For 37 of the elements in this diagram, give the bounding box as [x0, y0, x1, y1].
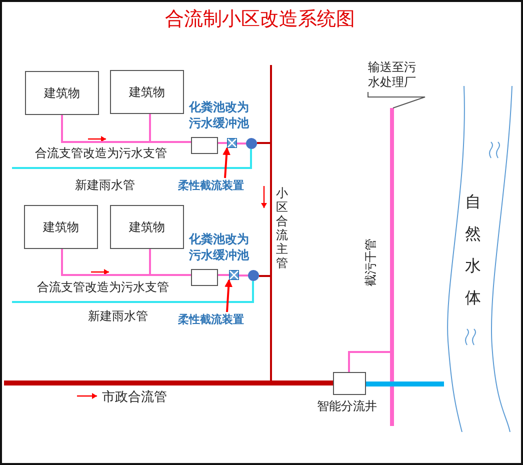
pipe-label: 市政合流管 [102, 389, 167, 406]
building-box: 建筑物 [110, 70, 184, 114]
leader-arrow [222, 147, 231, 179]
building-box: 建筑物 [110, 205, 184, 249]
pipe-line [366, 382, 444, 386]
building-box: 建筑物 [25, 71, 99, 115]
pipe-label: 合流支管改造为污水支管 [35, 145, 167, 162]
building-box: 建筑物 [24, 205, 98, 249]
pipe-line [12, 149, 252, 169]
pipe-label: 新建雨水管 [88, 308, 148, 325]
pipe-label: 新建雨水管 [75, 177, 135, 194]
pipe-label: 截污干管 [362, 238, 378, 286]
pipe-line [348, 351, 390, 372]
river-label: 自然水体 [464, 191, 482, 309]
device-label: 柔性截流装置 [178, 178, 248, 194]
pipe-line [218, 274, 229, 276]
destination-label: 输送至污水处理厂 [368, 60, 426, 92]
pipe-line [218, 142, 227, 144]
leader-line [368, 92, 426, 108]
well-label: 智能分流井 [317, 398, 378, 414]
pipe-line [149, 249, 191, 276]
pipe-line [237, 142, 246, 144]
pipe-line [12, 281, 254, 303]
diagram-title: 合流制小区改造系统图 [164, 7, 356, 32]
pipe-line [239, 274, 248, 276]
valve-icon [227, 138, 237, 148]
valve-icon [229, 270, 239, 280]
pipe-line [4, 380, 333, 386]
pipe-label: 小区合流主管 [276, 186, 289, 270]
pipe-label: 合流支管改造为污水支管 [37, 279, 169, 296]
device-label: 柔性截流装置 [178, 312, 248, 328]
junction-circle [246, 138, 257, 149]
junction-circle [248, 270, 259, 281]
tank-label: 化粪池改为污水缓冲池 [189, 231, 250, 264]
leader-arrow [224, 279, 233, 313]
tank-label: 化粪池改为污水缓冲池 [189, 99, 250, 132]
pipe-line [149, 114, 191, 143]
